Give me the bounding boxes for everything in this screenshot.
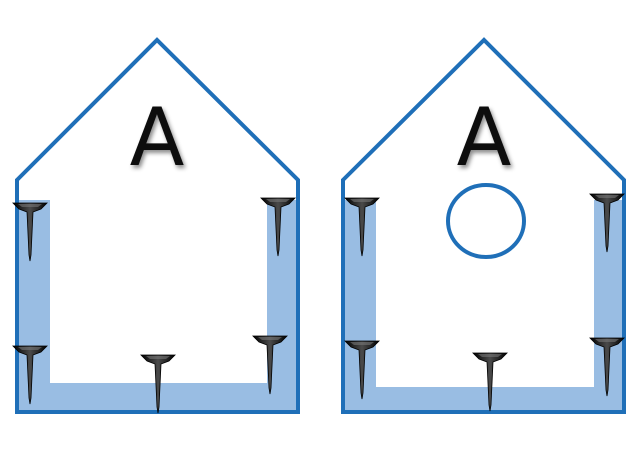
- panel-right-strip: [343, 200, 624, 412]
- panel-right-outline: [341, 37, 626, 414]
- panel-left-outline: [15, 37, 300, 414]
- panel-right: A: [341, 37, 626, 414]
- panel-right-label: A: [457, 91, 512, 184]
- panel-left: A: [12, 37, 300, 414]
- entrance-hole: [446, 183, 526, 259]
- panel-left-label: A: [130, 91, 185, 184]
